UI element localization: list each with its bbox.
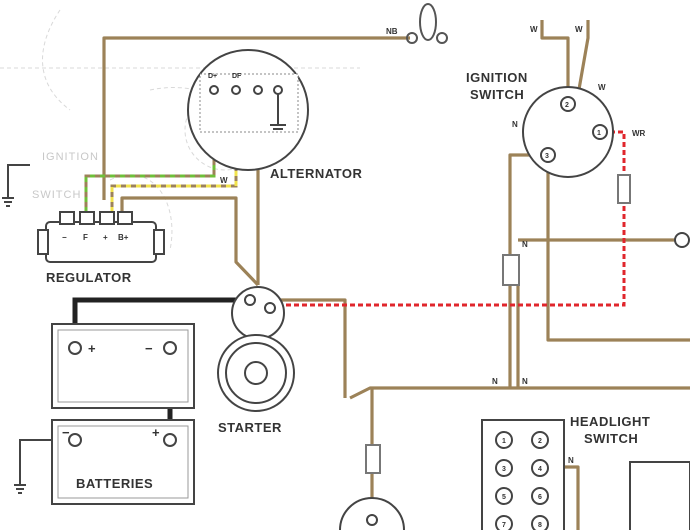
headlight-terminal-label: 4 [538,466,542,473]
headlight-terminal-label: 8 [538,522,542,529]
wire-wr [275,130,626,307]
ign-terminal-2: 2 [565,102,569,109]
component-right-partial [629,461,690,530]
headlight-label-line1: HEADLIGHT [570,414,650,429]
ignition-switch: 2 1 3 [522,86,614,178]
batteries-label: BATTERIES [76,476,153,491]
wire-code-w3: W [598,83,606,92]
batteries: + − − + [51,323,195,505]
wire-code-n-fuse: N [522,240,528,249]
ghost-ignition-text: IGNITION [42,151,99,163]
headlight-terminal-circle [495,431,513,449]
ign-terminal-3: 3 [545,153,549,160]
batt2-neg: − [62,425,70,440]
wire-code-n-ign: N [512,120,518,129]
headlight-terminal-label: 1 [502,438,506,445]
headlight-terminal-label: 3 [502,466,506,473]
wire-code-w2: W [575,25,583,34]
ground-symbols [2,197,26,494]
wire-branch-right2 [546,165,690,342]
headlight-terminal-label: 6 [538,494,542,501]
headlight-terminal-circle [495,487,513,505]
batt1-pos: + [88,341,96,356]
headlight-terminal-label: 5 [502,494,506,501]
headlight-terminal-circle [531,487,549,505]
ghost-sketch [0,9,360,251]
headlight-label-line2: SWITCH [584,431,638,446]
ign-terminal-1: 1 [597,130,601,137]
fuse-red [617,174,631,204]
starter [217,286,295,412]
headlight-terminal-circle [531,459,549,477]
wire-code-alt-w: W [220,176,228,185]
component-bottom-terminal [366,514,378,526]
alternator: D+ DF [187,49,309,171]
red-wires [275,130,626,307]
wire-reg-to-starter [120,196,260,287]
headlight-switch: 1 2 3 4 5 6 7 8 [481,419,565,530]
regulator-label: REGULATOR [46,270,132,285]
reg-terminal-plus: + [103,233,108,242]
wire-w-top2 [576,20,590,96]
wire-starter-lower [278,298,347,398]
wire-code-n-lower2: N [522,377,528,386]
headlight-terminal-circle [531,515,549,530]
reg-terminal-bplus: B+ [118,233,129,242]
batt2-pos: + [152,425,160,440]
wire-lower-horizontal [349,386,690,400]
batt1-neg: − [145,341,153,356]
headlight-terminal-label: 7 [502,522,506,529]
alt-terminal-f: DF [232,73,242,80]
starter-label: STARTER [218,420,282,435]
wire-code-n-lower1: N [492,377,498,386]
alt-terminal-d: D+ [208,73,217,80]
headlight-terminal-circle [495,515,513,530]
wire-code-nb: NB [386,27,398,36]
wire-code-n-head: N [568,456,574,465]
headlight-terminal-circle [495,459,513,477]
wire-code-wr: WR [632,129,646,138]
headlight-terminal-circle [531,431,549,449]
ignition-label-line1: IGNITION [466,70,528,85]
alternator-label: ALTERNATOR [270,166,362,181]
connector-right [674,232,690,248]
fuse-lower [365,444,381,474]
ghost-switch-text: SWITCH [32,189,81,201]
fuse-main [502,254,520,286]
ignition-label-line2: SWITCH [470,87,524,102]
wire-code-w1: W [530,25,538,34]
reg-terminal-f: F [83,233,88,242]
nb-connector [406,3,448,44]
wire-nb-top [102,36,410,200]
reg-terminal-neg: − [62,233,67,242]
wire-w-top [540,20,570,100]
regulator: − F + B+ [37,211,165,263]
headlight-terminal-label: 2 [538,438,542,445]
